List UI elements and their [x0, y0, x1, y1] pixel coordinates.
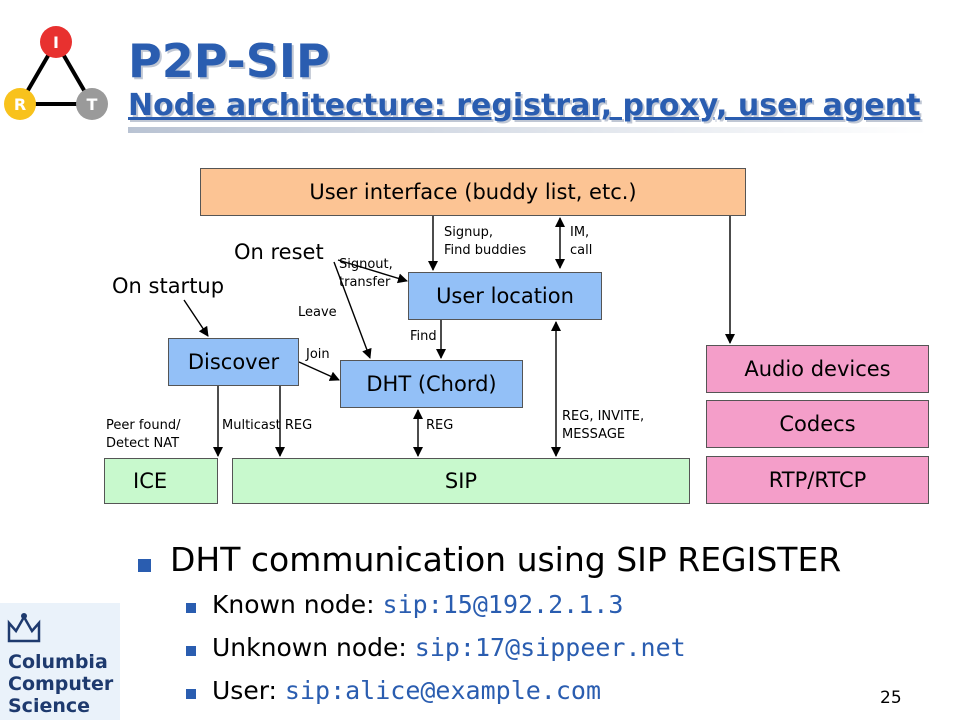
discover-box: Discover — [168, 338, 299, 386]
ice-box: ICE — [104, 458, 218, 504]
rtp-rtcp-box: RTP/RTCP — [706, 456, 929, 504]
columbia-logo-text: Columbia Computer Science — [8, 651, 113, 717]
title-underline-bar — [128, 127, 928, 133]
logo-line: Science — [8, 695, 91, 717]
bullet-item-known-node: Known node: sip:15@192.2.1.3 — [212, 590, 623, 619]
leave-label: Leave — [298, 305, 337, 320]
bullet-item-label: Unknown node: — [212, 633, 415, 662]
on-startup-label: On startup — [112, 274, 225, 298]
bullet-item-label: Known node: — [212, 590, 383, 619]
join-label: Join — [306, 347, 330, 362]
arrow-leave — [333, 261, 372, 359]
title-subtitle: Node architecture: registrar, proxy, use… — [128, 88, 921, 123]
logo-letter-t: T — [87, 95, 98, 114]
bullet-item-value: sip:17@sippeer.net — [414, 633, 686, 662]
page-title: P2P-SIP Node architecture: registrar, pr… — [128, 36, 920, 124]
im-label-line1: IM, — [570, 225, 590, 240]
title-main: P2P-SIP — [128, 34, 330, 88]
page-number: 25 — [880, 688, 902, 708]
bullet-item-user: User: sip:alice@example.com — [212, 676, 601, 705]
signup-label-line2: Find buddies — [444, 243, 527, 258]
on-reset-label: On reset — [234, 240, 324, 264]
logo-line: Computer — [8, 673, 114, 695]
codecs-box: Codecs — [706, 400, 929, 448]
arrow-startup-discover — [183, 299, 209, 337]
bullet-main-text: DHT communication using SIP REGISTER — [170, 540, 842, 579]
columbia-logo: Columbia Computer Science — [0, 603, 120, 720]
bullet-item-value: sip:15@192.2.1.3 — [382, 590, 624, 619]
dht-chord-box: DHT (Chord) — [340, 360, 523, 408]
bullet-square-icon — [186, 646, 196, 656]
crown-icon — [7, 613, 41, 643]
signout-label-line2: transfer — [339, 275, 391, 290]
arrow-join — [298, 361, 340, 381]
bullet-square-icon — [186, 603, 196, 613]
multicast-reg-label: Multicast REG — [222, 418, 313, 433]
audio-devices-box: Audio devices — [706, 345, 929, 393]
bullet-main: DHT communication using SIP REGISTER — [170, 540, 841, 579]
user-location-box: User location — [408, 272, 602, 320]
logo-line: Columbia — [8, 651, 108, 673]
logo-letter-i: I — [53, 33, 59, 52]
invite-label-line2: MESSAGE — [562, 427, 626, 442]
bullet-item-unknown-node: Unknown node: sip:17@sippeer.net — [212, 633, 686, 662]
bullet-square-icon — [186, 689, 196, 699]
invite-label-line1: REG, INVITE, — [562, 409, 645, 424]
signup-label-line1: Signup, — [444, 225, 493, 240]
logo-letter-r: R — [14, 95, 26, 114]
peer-found-label-line2: Detect NAT — [106, 436, 180, 451]
bullet-item-value: sip:alice@example.com — [284, 676, 601, 705]
im-label-line2: call — [570, 243, 593, 258]
bullet-square-icon — [138, 559, 151, 572]
bullet-item-label: User: — [212, 676, 285, 705]
user-interface-box: User interface (buddy list, etc.) — [200, 168, 746, 216]
reg-label: REG — [426, 418, 454, 433]
arrow-signout — [337, 259, 408, 284]
irt-logo: I R T — [4, 26, 108, 120]
peer-found-label-line1: Peer found/ — [106, 418, 181, 433]
sip-box: SIP — [232, 458, 690, 504]
find-label: Find — [410, 329, 437, 344]
signout-label-line1: Signout, — [339, 257, 393, 272]
